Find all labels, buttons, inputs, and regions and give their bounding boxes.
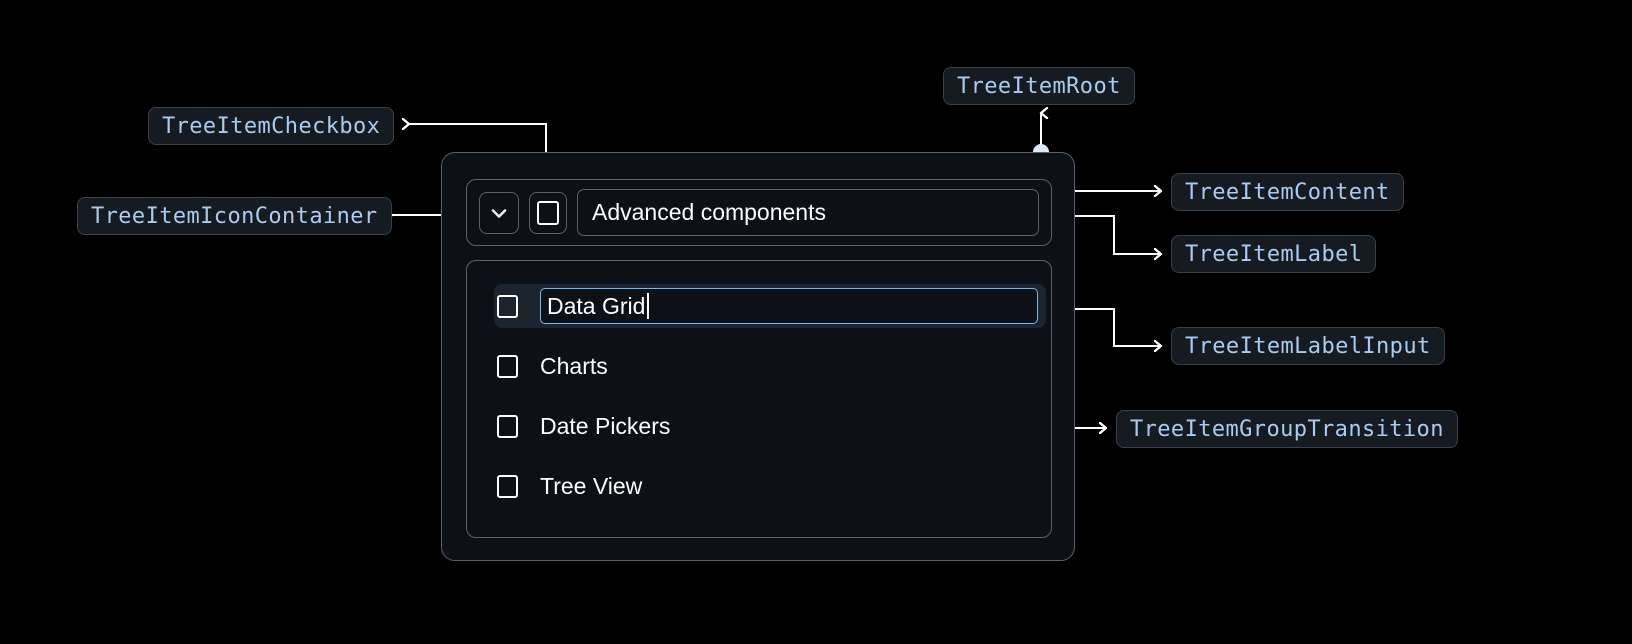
annotation-tree-item-group-transition: TreeItemGroupTransition (1116, 410, 1458, 448)
tree-row-data-grid[interactable]: Data Grid (494, 284, 1046, 328)
label-input-value: Data Grid (547, 292, 646, 319)
tree-row-checkbox[interactable] (497, 474, 518, 498)
tree-row-checkbox[interactable] (497, 354, 518, 378)
tree-row-label: Date Pickers (540, 412, 671, 439)
tree-item-checkbox[interactable] (529, 191, 567, 234)
tree-item-label[interactable]: Advanced components (577, 189, 1039, 236)
annotation-tree-item-content: TreeItemContent (1171, 173, 1404, 211)
text-caret (647, 293, 649, 319)
checkbox-box-icon (537, 200, 559, 225)
tree-row-tree-view[interactable]: Tree View (467, 464, 1051, 508)
annotation-tree-item-checkbox: TreeItemCheckbox (148, 107, 395, 145)
chevron-down-icon (487, 201, 511, 225)
annotation-tree-item-icon-container: TreeItemIconContainer (77, 197, 392, 235)
tree-row-date-pickers[interactable]: Date Pickers (467, 404, 1051, 448)
tree-item-group-transition: Data Grid Charts Date Pickers Tree View (466, 260, 1052, 538)
tree-item-root[interactable]: Advanced components Data Grid Charts Dat… (441, 152, 1075, 561)
tree-item-content[interactable]: Advanced components (466, 179, 1052, 246)
tree-row-label: Charts (540, 352, 608, 379)
annotation-tree-item-label-input: TreeItemLabelInput (1171, 327, 1445, 365)
tree-item-label-input[interactable]: Data Grid (540, 288, 1038, 324)
tree-item-icon-container[interactable] (479, 191, 519, 234)
tree-row-checkbox[interactable] (497, 294, 518, 318)
tree-row-checkbox[interactable] (497, 414, 518, 438)
tree-row-charts[interactable]: Charts (467, 344, 1051, 388)
annotation-tree-item-label: TreeItemLabel (1171, 235, 1377, 273)
annotation-tree-item-root: TreeItemRoot (943, 67, 1135, 105)
tree-row-label: Tree View (540, 472, 643, 499)
